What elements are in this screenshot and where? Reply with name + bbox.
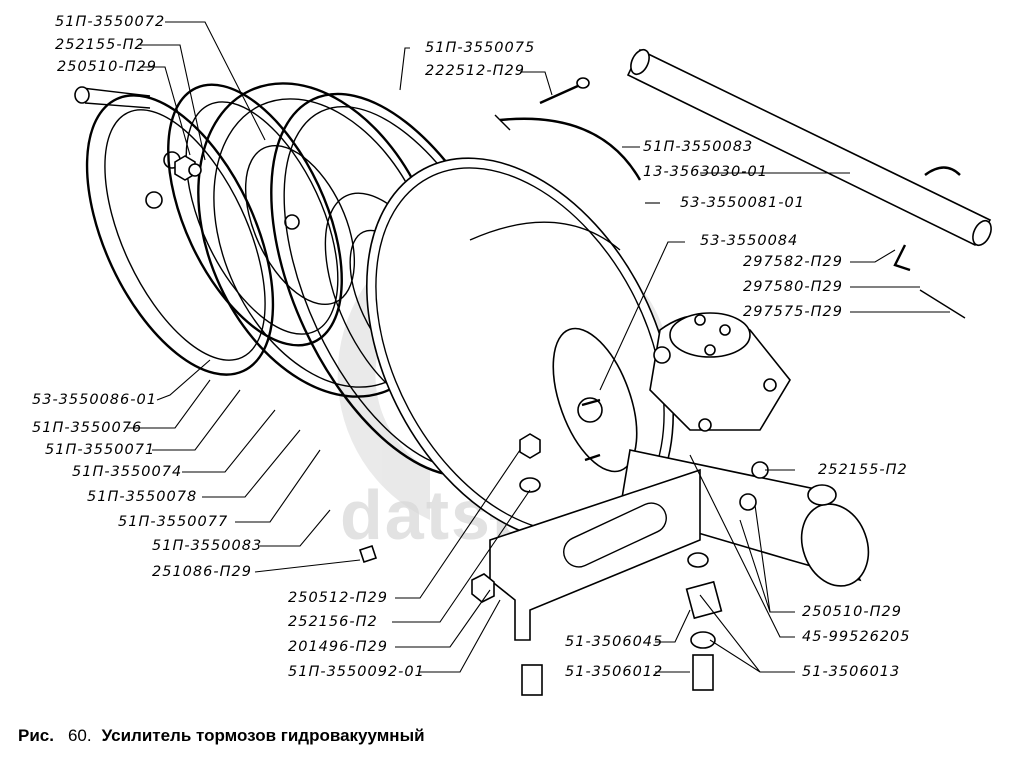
part-label: 51П-3550092-01 bbox=[288, 664, 425, 680]
part-label: 51П-3550071 bbox=[45, 442, 156, 458]
part-label: 45-99526205 bbox=[802, 629, 911, 645]
part-label: 297575-П29 bbox=[743, 304, 843, 320]
part-label: 51П-3550076 bbox=[32, 420, 143, 436]
brake-pipe-part bbox=[626, 48, 992, 272]
part-label: 250510-П29 bbox=[57, 59, 157, 75]
caption-prefix: Рис. bbox=[18, 726, 54, 745]
part-label: 51-3506012 bbox=[565, 664, 664, 680]
part-label: 252155-П2 bbox=[818, 462, 908, 478]
bolt-part bbox=[539, 77, 590, 105]
bracket-part bbox=[489, 468, 701, 641]
part-label: 53-3550084 bbox=[700, 233, 799, 249]
part-label: 51П-3550078 bbox=[87, 489, 198, 505]
part-label: 252155-П2 bbox=[55, 37, 145, 53]
part-label: 13-3563030-01 bbox=[643, 164, 768, 180]
part-label: 51П-3550083 bbox=[152, 538, 263, 554]
part-label: 51П-3550072 bbox=[55, 14, 166, 30]
part-label: 51П-3550077 bbox=[118, 514, 229, 530]
part-label: 222512-П29 bbox=[425, 63, 525, 79]
figure-caption: Рис. 60. Усилитель тормозов гидровакуумный bbox=[18, 726, 425, 746]
vacuum-hose-part bbox=[74, 86, 151, 109]
exploded-parts-drawing bbox=[74, 21, 992, 696]
caption-title: Усилитель тормозов гидровакуумный bbox=[101, 726, 425, 745]
part-label: 51П-3550083 bbox=[643, 139, 754, 155]
part-label: 51П-3550075 bbox=[425, 40, 536, 56]
part-label: 297580-П29 bbox=[743, 279, 843, 295]
part-label: 53-3550081-01 bbox=[680, 195, 805, 211]
caption-number: 60. bbox=[67, 726, 92, 745]
clamp-band-part bbox=[494, 114, 642, 181]
hardware-parts bbox=[174, 155, 966, 696]
part-label: 252156-П2 bbox=[288, 614, 378, 630]
part-label: 51-3506013 bbox=[802, 664, 901, 680]
part-label: 251086-П29 bbox=[152, 564, 252, 580]
rear-cover-part bbox=[85, 94, 275, 376]
leader-lines bbox=[127, 21, 950, 673]
part-label: 201496-П29 bbox=[288, 639, 388, 655]
part-label: 250512-П29 bbox=[288, 590, 388, 606]
control-valve-part bbox=[649, 312, 791, 432]
part-label: 51-3506045 bbox=[565, 634, 664, 650]
part-label: 53-3550086-01 bbox=[32, 392, 157, 408]
part-label: 250510-П29 bbox=[802, 604, 902, 620]
part-label: 297582-П29 bbox=[743, 254, 843, 270]
part-label: 51П-3550074 bbox=[72, 464, 183, 480]
flange-part bbox=[552, 327, 638, 473]
